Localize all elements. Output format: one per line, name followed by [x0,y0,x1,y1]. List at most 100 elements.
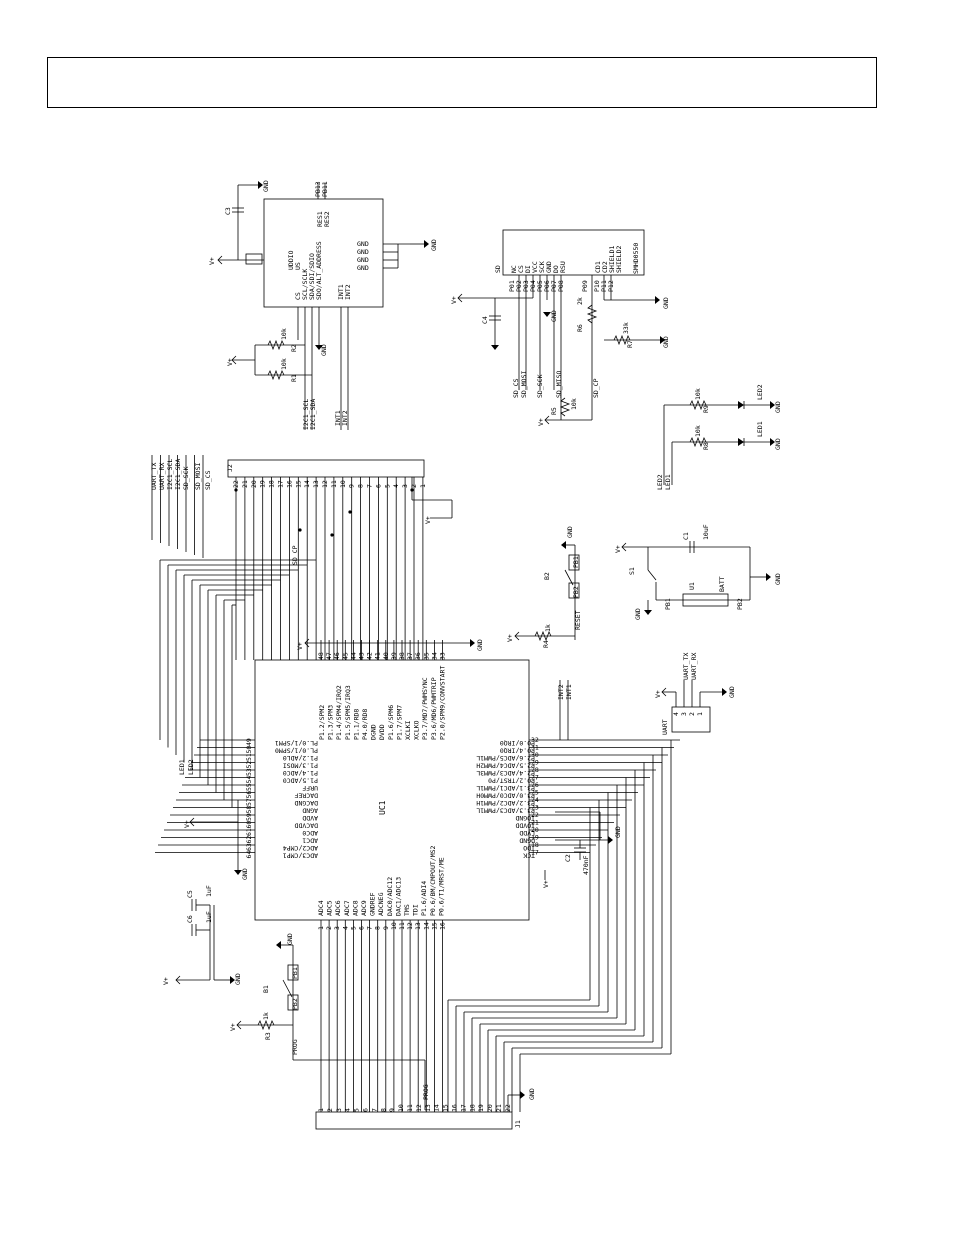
gnd-label: GND [528,1088,536,1100]
j1-pin-number: 14 [433,1104,441,1112]
gnd-icon [608,836,613,844]
mcu-pin-number: 60 [245,821,253,829]
mcu-pin-label: P3.7/MD7/PWMSYNC [421,677,429,740]
led-block: R9 10k R8 10k LED2 LED1 GND GND LED2 LED… [656,384,782,490]
sd-ref: SD [494,265,502,273]
mcu-pin-label: IOGND [515,814,535,822]
gnd-icon [561,541,566,549]
mcu-pin-label: P0.0/IRQ0 [500,739,535,747]
junction-dot [298,528,302,532]
net-led2: LED2 [656,474,664,490]
r4-value: 1k [544,624,552,632]
uart-pin-3: 3 [680,712,688,716]
accel-cs: CS [294,292,302,300]
prog-pb1: PB1 [291,967,299,979]
mcu-pin-label: IOVDD [515,822,535,830]
mcu-pin-label: P3.2/ADC2/PWM1H [476,799,535,807]
b1-label: B1 [262,985,270,993]
gnd-icon [230,976,235,984]
junction-dot [330,533,334,537]
svg-text:CS: CS [517,265,525,273]
led-icon [738,401,744,409]
net-i2c1-scl: I2C1_SCL [302,399,310,430]
mcu-ic [254,659,530,921]
mcu-pin-label: ADC0 [302,829,318,837]
gnd-label: GND [241,868,249,880]
mcu-pin-label: ADCNEG [377,892,385,916]
mcu-pin-number: 51 [245,753,253,761]
mcu-pin-label: DGND [519,837,535,845]
mcu-pin-label: P0.6/T1/MRST/ME [437,857,445,916]
mcu-pin-label: ADC5 [326,900,334,916]
mcu-pin-label: P1.7/SPM7 [395,705,403,740]
r8-value: 10k [694,425,702,437]
j1-pin-number: 15 [442,1104,450,1112]
mcu-pin-label: P0.6/BM/CMPOUT/MS2 [429,845,437,916]
mcu-pin-number: 54 [245,776,253,784]
svg-text:GND: GND [545,261,553,273]
r2-value: 10k [280,328,288,340]
mcu-pin-number: 55 [245,783,253,791]
gnd-label: GND [320,344,328,356]
j2-ref: J2 [226,464,234,472]
j1-pin-number: 8 [379,1108,387,1112]
battery-pb2: PB2 [736,598,744,610]
gnd-icon [766,573,771,581]
mcu-pin-label: P3.1/ADC1/PWM1L [476,784,535,792]
c2-label: C2 [564,854,572,862]
j2-net-sd-cp: SD_CP [291,545,299,565]
mcu-pin-number: 56 [245,791,253,799]
uart-connector [671,706,711,733]
svg-text:P09: P09 [581,280,589,292]
net-led1: LED1 [664,474,672,490]
mcu-pin-number: 63 [245,843,253,851]
led-icon [738,438,744,446]
j2-net-sd-cs: SD_CS [204,470,212,490]
gnd-icon [315,345,323,350]
r6-value: 2k [576,297,584,305]
mcu-net-led1: LED1 [178,759,186,775]
mcu-pin-label: PL.0/1/SPM0 [275,747,318,755]
accelerometer-ic [263,198,384,308]
mcu-net-led2: LED2 [187,759,195,775]
svg-text:SHIELD2: SHIELD2 [615,246,623,273]
r9-value: 10k [694,388,702,400]
j2-net-sd-mosi: SD_MOSI [194,463,202,490]
uart-header-block: UART 4 3 2 1 V+ UART_TX UART_RX GND [654,653,736,735]
sd-card-block: SMHD0550 SD NC CS DI VCC SCK GND DO RSU … [450,229,670,426]
mcu-pin-number: 49 [245,738,253,746]
gnd-icon [770,401,775,409]
j1-pin-number: 3 [335,1108,343,1112]
mcu-pin-label: ADC2/CMP4 [283,844,318,852]
mcu-left-pins: 49505152535455565758596061626364PL.0/1/S… [155,738,318,860]
accel-gnd-1: GND [357,240,369,248]
j1-pin-number: 12 [415,1104,423,1112]
net-sd-cp: SD_CP [592,378,600,398]
gnd-icon [660,336,665,344]
prog-block: GND B1 PB1 PB2 R3 1k V+ PROG [229,933,426,1110]
j1-pin-number: 13 [424,1104,432,1112]
led1-label: LED1 [756,421,764,437]
vplus-label: V+ [226,358,234,366]
mcu-pin-label: ADC3/CMP1 [283,852,318,860]
accel-vs-label: US [294,262,302,270]
j2-net-uart-tx: UART_TX [150,463,158,490]
mcu-pin-label: P1.5/ADC0 [283,777,318,785]
gnd-label: GND [774,401,782,413]
gnd-label: GND [614,826,622,838]
mcu-pin-label: ADC4 [317,900,325,916]
mcu-pin-label: P0.4/IRQ0 [500,747,535,755]
gnd-label: GND [566,526,574,538]
accel-gnd-3: GND [357,256,369,264]
j1-net-prog: PROG [422,1084,430,1100]
j2-net-i2c1-scl: I2C1_SCL [166,459,174,490]
gnd-label: GND [286,933,294,945]
r8-label: R8 [702,442,710,450]
mcu-pin-label: DVDD [378,724,386,740]
sd-pin-labels: NC CS DI VCC SCK GND DO RSU CD1 CD2 SHIE… [510,246,623,273]
c5-value: 1uF [205,885,213,897]
gnd-label: GND [550,310,558,322]
